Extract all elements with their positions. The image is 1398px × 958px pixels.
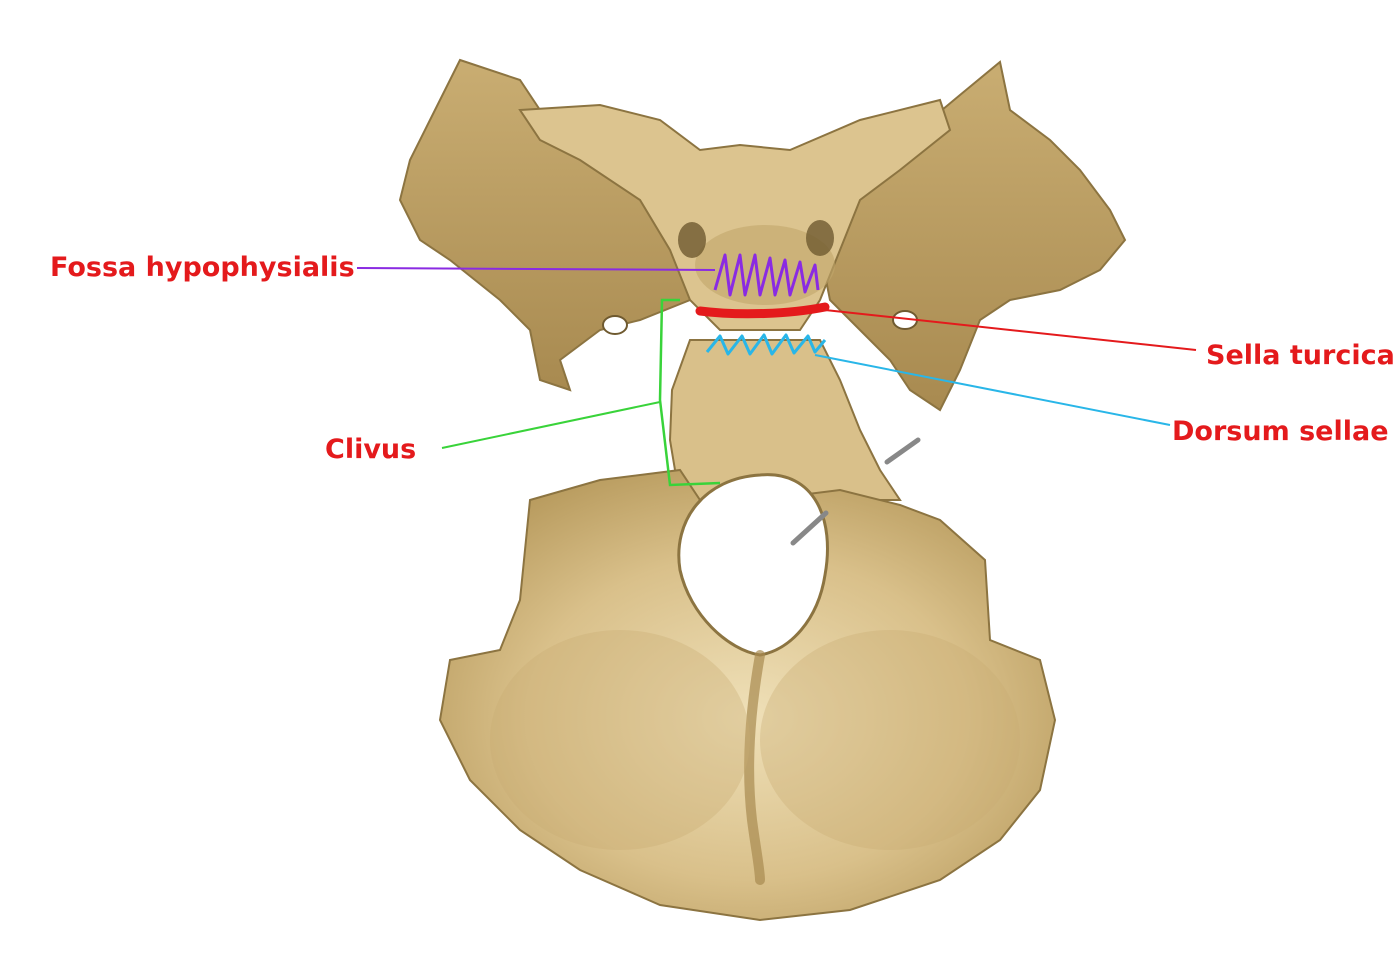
sella-leader xyxy=(824,309,1197,351)
foramen-left xyxy=(602,315,628,335)
fossa-marker xyxy=(713,253,820,297)
optic-canal-left xyxy=(678,222,706,258)
label-fossa-hypophysialis: Fossa hypophysialis xyxy=(50,252,355,283)
left-cerebellar-fossa xyxy=(490,630,750,850)
clivus-marker xyxy=(658,298,721,487)
sella-marker xyxy=(695,302,830,319)
clivus-leader xyxy=(441,401,661,449)
sphenoid-body xyxy=(518,98,952,331)
dorsum-marker xyxy=(705,333,827,356)
optic-canal-right xyxy=(806,220,834,256)
fossa-leader xyxy=(356,267,716,271)
dorsum-leader xyxy=(814,354,1171,426)
right-cerebellar-fossa xyxy=(760,630,1020,850)
pin-upper xyxy=(884,437,921,465)
label-dorsum-sellae: Dorsum sellae xyxy=(1172,416,1389,447)
pin-lower xyxy=(790,510,829,546)
label-sella-turcica: Sella turcica xyxy=(1206,340,1395,371)
internal-occipital-crest xyxy=(744,650,765,885)
label-clivus: Clivus xyxy=(325,434,417,465)
right-greater-wing xyxy=(818,60,1127,412)
clivus-column xyxy=(668,339,902,501)
